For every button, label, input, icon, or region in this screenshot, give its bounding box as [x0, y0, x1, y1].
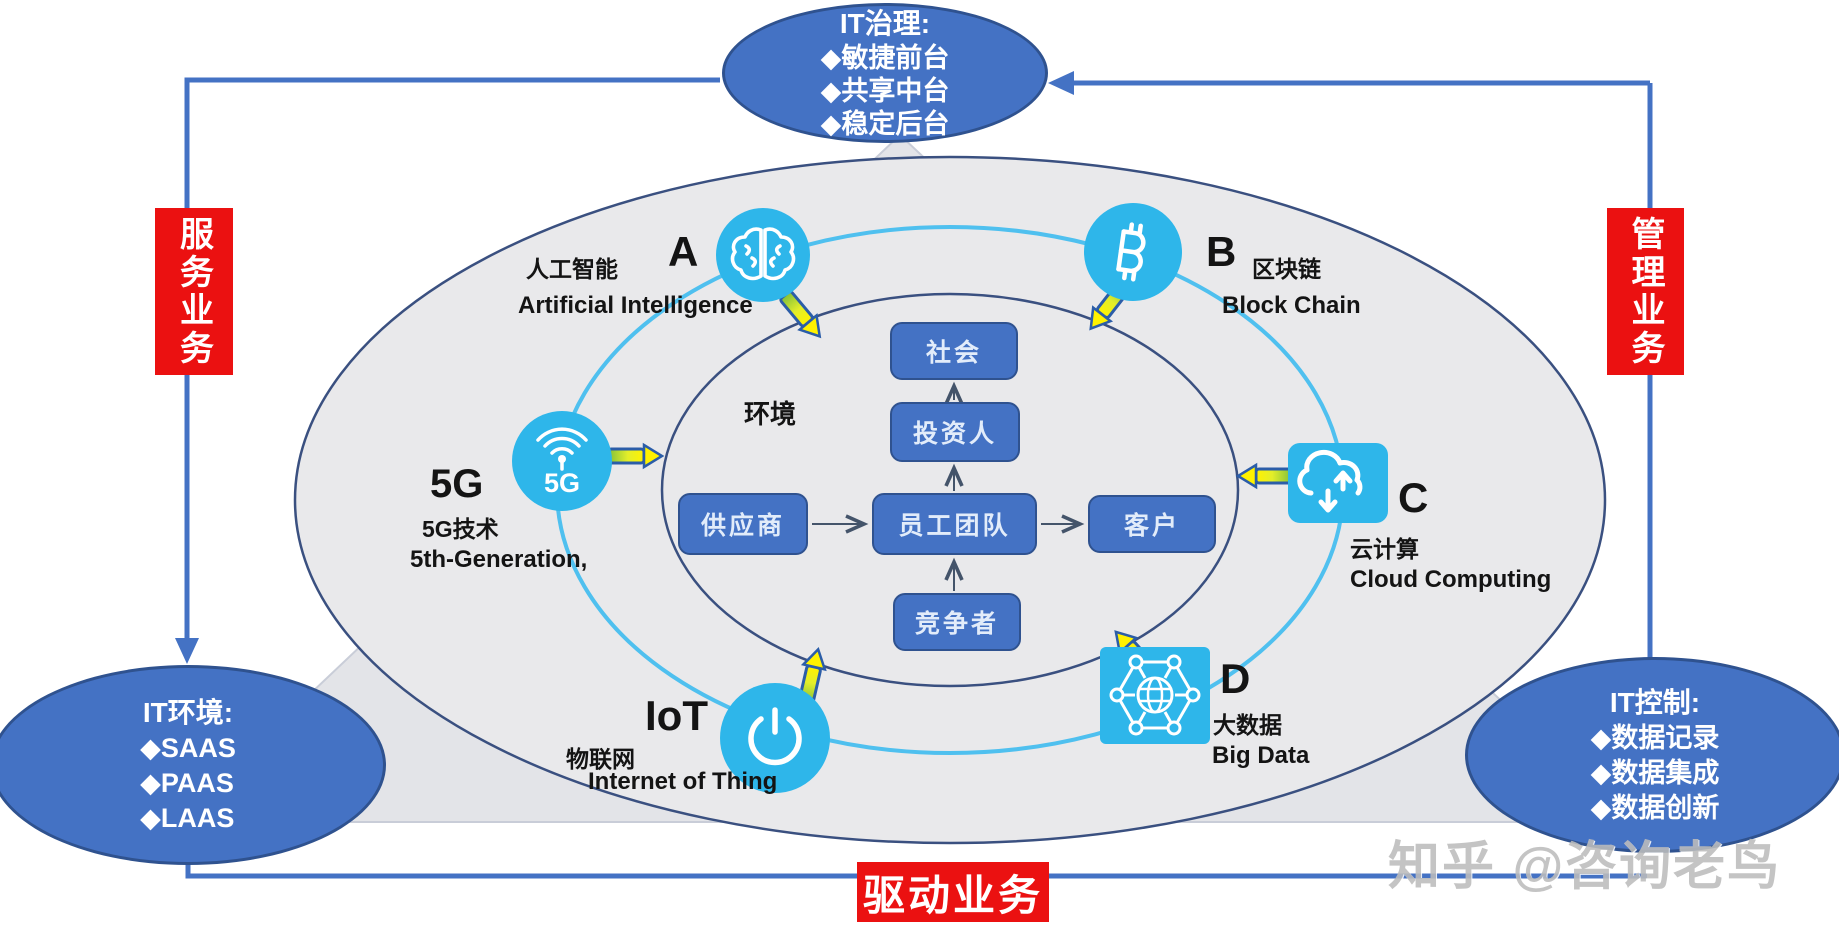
bigdata-zh-label: 大数据 [1213, 712, 1282, 738]
it-control-item: ◆数据记录 [1590, 722, 1720, 753]
it-control-title: IT控制: [1609, 686, 1701, 718]
brain-icon [716, 208, 810, 302]
blockchain-en-label: Block Chain [1222, 292, 1361, 319]
it-governance-item: ◆共享中台 [820, 75, 950, 106]
it-environment-title: IT环境: [142, 696, 234, 728]
arrow-5g [606, 442, 665, 470]
competitor-box: 竞争者 [893, 593, 1021, 651]
cloud-zh-label: 云计算 [1350, 536, 1419, 562]
customer-box: 客户 [1088, 495, 1216, 553]
5g-icon-text: 5G [543, 468, 581, 498]
society-box: 社会 [890, 322, 1018, 380]
it-governance-title: IT治理: [839, 7, 931, 39]
drive-business-label: 驱动业务 [857, 862, 1049, 922]
investor-box: 投资人 [890, 402, 1020, 462]
5g-en-label: 5th-Generation, [410, 546, 588, 573]
stakeholder-arrows [812, 381, 1085, 591]
blockchain-letter: B [1206, 228, 1237, 275]
it-control-ellipse: IT控制: ◆数据记录 ◆数据集成 ◆数据创新 [1465, 657, 1839, 853]
it-control-item: ◆数据创新 [1590, 792, 1720, 823]
it-environment-item: ◆PAAS [140, 767, 234, 798]
inner-ellipse [660, 292, 1240, 688]
cloud-en-label: Cloud Computing [1350, 566, 1552, 593]
frame-arrowheads [175, 71, 1074, 664]
5g-letter: 5G [430, 462, 484, 506]
it-environment-ellipse: IT环境: ◆SAAS ◆PAAS ◆LAAS [0, 665, 386, 865]
ai-zh-label: 人工智能 [526, 256, 618, 282]
team-box: 员工团队 [872, 493, 1037, 555]
network-globe-icon [1100, 647, 1210, 744]
iot-letter: IoT [645, 692, 708, 739]
watermark: 知乎 @咨询老鸟 [1388, 838, 1782, 896]
it-governance-ellipse: IT治理: ◆敏捷前台 ◆共享中台 ◆稳定后台 [722, 3, 1048, 143]
power-icon [720, 683, 830, 793]
bigdata-en-label: Big Data [1212, 742, 1310, 769]
supplier-box: 供应商 [678, 493, 808, 555]
bitcoin-icon [1084, 203, 1182, 301]
blockchain-zh-label: 区块链 [1252, 256, 1321, 282]
cloud-icon [1288, 443, 1388, 523]
5g-zh-label: 5G技术 [422, 516, 499, 542]
it-environment-item: ◆SAAS [140, 732, 236, 763]
it-governance-item: ◆稳定后台 [820, 108, 950, 139]
it-governance-item: ◆敏捷前台 [820, 42, 950, 73]
bigdata-letter: D [1220, 655, 1251, 702]
arrow-cloud [1235, 462, 1294, 490]
environment-label: 环境 [744, 399, 797, 429]
ai-letter: A [668, 228, 699, 275]
iot-zh-label: 物联网 [566, 746, 635, 772]
it-environment-item: ◆LAAS [140, 802, 235, 833]
iot-en-label: Internet of Thing [588, 768, 778, 795]
it-control-item: ◆数据集成 [1590, 757, 1720, 788]
5g-icon [512, 411, 612, 511]
ai-en-label: Artificial Intelligence [518, 292, 753, 319]
service-business-label: 服务业务 [155, 208, 233, 375]
manage-business-label: 管理业务 [1607, 208, 1684, 375]
cloud-letter: C [1398, 474, 1429, 521]
